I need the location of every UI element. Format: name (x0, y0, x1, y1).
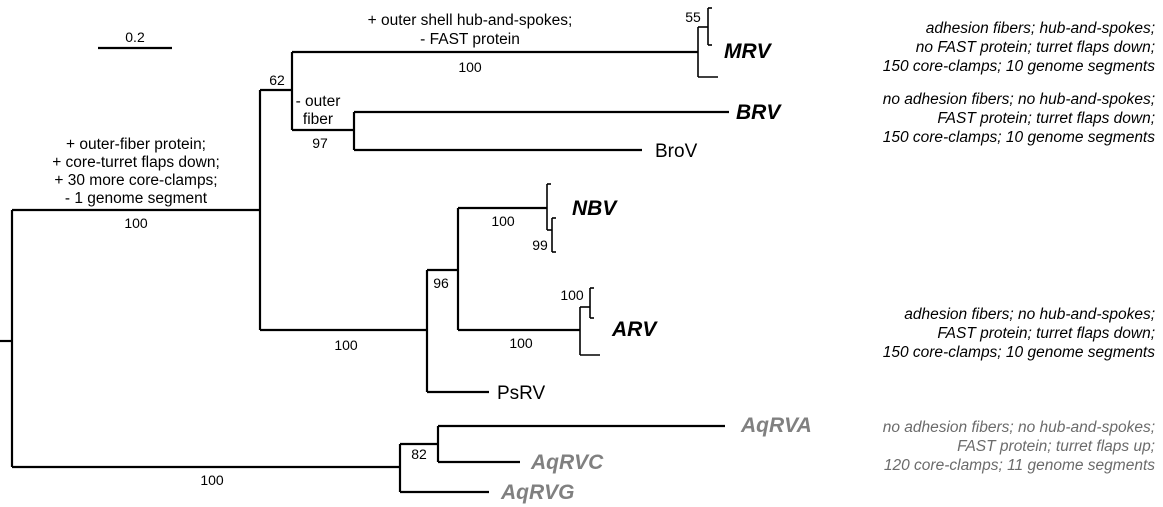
traits-mrv-3: 150 core-clamps; 10 genome segments (883, 58, 1156, 75)
taxon-aqrvc: AqRVC (530, 451, 604, 474)
bootstrap-mrv-clade: 55 (685, 9, 701, 25)
traits-aqrv-3: 120 core-clamps; 11 genome segments (884, 457, 1155, 474)
taxon-mrv: MRV (724, 40, 773, 63)
bootstrap-arv-branch: 100 (509, 335, 533, 351)
traits-aqrv-2: FAST protein; turret flaps up; (957, 438, 1155, 455)
bootstrap-orthoreovirus: 62 (269, 72, 285, 88)
traits-arv-2: FAST protein; turret flaps down; (937, 325, 1155, 342)
bootstrap-nbv-inner: 99 (532, 237, 548, 253)
bootstrap-arv-node: 100 (560, 287, 584, 303)
bootstrap-mrv-branch: 100 (458, 59, 482, 75)
traits-arv-1: adhesion fibers; no hub-and-spokes; (904, 306, 1155, 323)
taxon-psrv: PsRV (497, 383, 546, 404)
annotation-mrv-gain-2: - FAST protein (420, 31, 520, 48)
traits-brv-1: no adhesion fibers; no hub-and-spokes; (883, 91, 1155, 108)
annotation-mrv-gain-1: + outer shell hub-and-spokes; (368, 12, 573, 29)
bootstrap-root-upper: 100 (124, 215, 148, 231)
traits-brv-3: 150 core-clamps; 10 genome segments (883, 129, 1156, 146)
traits-aqrv-1: no adhesion fibers; no hub-and-spokes; (883, 419, 1155, 436)
annotation-root-gain-3: + 30 more core-clamps; (54, 172, 217, 189)
bootstrap-nbv-arv-node: 96 (433, 275, 449, 291)
taxon-brv: BRV (736, 101, 782, 124)
taxon-aqrvg: AqRVG (500, 481, 575, 504)
taxon-arv: ARV (611, 318, 658, 341)
bootstrap-aquareovirus: 82 (411, 446, 427, 462)
bootstrap-root-lower: 100 (200, 472, 224, 488)
traits-brv-2: FAST protein; turret flaps down; (937, 110, 1155, 127)
taxon-nbv: NBV (572, 197, 618, 220)
traits-mrv-2: no FAST protein; turret flaps down; (916, 39, 1155, 56)
taxon-aqrva: AqRVA (740, 414, 812, 437)
bootstrap-lower-clade: 100 (334, 337, 358, 353)
annotation-root-gain-4: - 1 genome segment (65, 190, 208, 207)
traits-arv-3: 150 core-clamps; 10 genome segments (883, 344, 1156, 361)
annotation-root-gain-1: + outer-fiber protein; (66, 136, 206, 153)
annotation-brv-loss-2: fiber (303, 111, 333, 128)
scale-bar-label: 0.2 (125, 29, 145, 45)
traits-mrv-1: adhesion fibers; hub-and-spokes; (926, 20, 1155, 37)
bootstrap-brv-clade: 97 (312, 135, 328, 151)
bootstrap-nbv-clade: 100 (491, 213, 515, 229)
annotation-brv-loss-1: - outer (296, 93, 341, 110)
annotation-root-gain-2: + core-turret flaps down; (52, 154, 220, 171)
taxon-brov: BroV (655, 141, 698, 162)
